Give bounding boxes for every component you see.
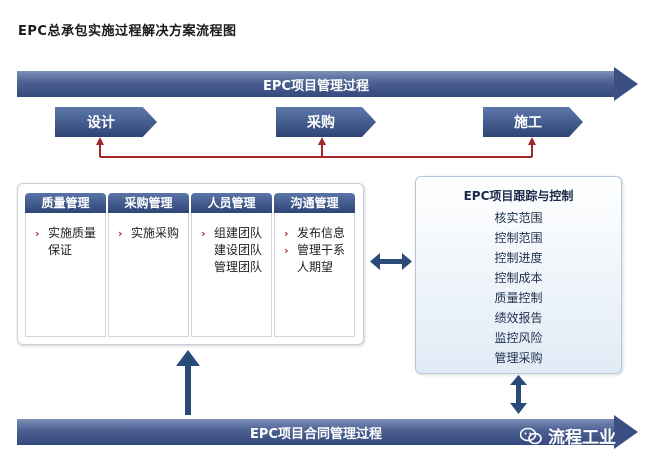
column-body: › 组建团队 建设团队 管理团队: [191, 213, 272, 337]
phase-design: 设计: [55, 107, 157, 137]
column-header: 采购管理: [108, 193, 189, 213]
watermark: 流程工业: [520, 423, 616, 448]
phase-construction-label: 施工: [514, 115, 542, 131]
list-item: 质量控制: [494, 291, 543, 305]
column-body: › 实施采购: [108, 213, 189, 337]
top-bar-arrowhead: [614, 67, 638, 101]
column-personnel-management: 人员管理 › 组建团队 建设团队 管理团队: [191, 193, 272, 339]
list-item: 控制进度: [494, 251, 543, 265]
phase-procurement: 采购: [276, 107, 376, 137]
list-item: 核实范围: [494, 211, 543, 225]
column-header: 质量管理: [25, 193, 106, 213]
column-quality-management: 质量管理 › 实施质量 保证: [25, 193, 106, 339]
watermark-text: 流程工业: [548, 428, 616, 448]
column-procurement-management: 采购管理 › 实施采购: [108, 193, 189, 339]
column-communication-management: 沟通管理 › 发布信息 › 管理干系 人期望: [274, 193, 355, 339]
phase-feedback-connector: [96, 137, 536, 158]
list-item: 绩效报告: [494, 311, 543, 325]
list-item: › 管理干系 人期望: [284, 243, 346, 274]
bottom-bar-arrowhead: [614, 415, 638, 449]
tracking-control-list: 核实范围 控制范围 控制进度 控制成本 质量控制 绩效报告 监控风险 管理采购: [416, 208, 621, 368]
epc-contract-process-label: EPC项目合同管理过程: [250, 426, 382, 442]
chevron-right-icon: ›: [201, 227, 206, 240]
wechat-icon: [520, 427, 542, 444]
phase-design-label: 设计: [87, 115, 115, 131]
phase-construction: 施工: [483, 107, 583, 137]
list-item: 监控风险: [494, 331, 543, 345]
column-header: 沟通管理: [274, 193, 355, 213]
epc-management-process-bar: EPC项目管理过程: [17, 71, 615, 97]
tracking-control-title: EPC项目跟踪与控制: [463, 189, 574, 203]
phase-procurement-label: 采购: [307, 115, 335, 131]
list-item: 控制成本: [494, 271, 543, 285]
chevron-right-icon: ›: [35, 227, 40, 240]
page-title: EPC总承包实施过程解决方案流程图: [18, 24, 237, 39]
column-body: › 实施质量 保证: [25, 213, 106, 337]
chevron-right-icon: ›: [284, 244, 289, 257]
list-item: › 实施采购: [118, 226, 180, 240]
vertical-double-arrow: [510, 375, 527, 414]
column-body: › 发布信息 › 管理干系 人期望: [274, 213, 355, 337]
column-header: 人员管理: [191, 193, 272, 213]
list-item: › 实施质量 保证: [35, 226, 97, 257]
epc-management-process-label: EPC项目管理过程: [263, 78, 369, 94]
list-item: › 发布信息: [284, 226, 346, 240]
horizontal-double-arrow: [370, 253, 412, 270]
tracking-control-panel: EPC项目跟踪与控制 核实范围 控制范围 控制进度 控制成本 质量控制 绩效报告…: [415, 176, 622, 374]
epc-contract-process-bar: EPC项目合同管理过程: [17, 419, 615, 445]
chevron-right-icon: ›: [118, 227, 123, 240]
vertical-up-arrow: [176, 350, 200, 415]
list-item: 控制范围: [494, 231, 543, 245]
list-item: › 组建团队 建设团队 管理团队: [201, 226, 263, 274]
list-item: 管理采购: [494, 351, 543, 365]
chevron-right-icon: ›: [284, 227, 289, 240]
